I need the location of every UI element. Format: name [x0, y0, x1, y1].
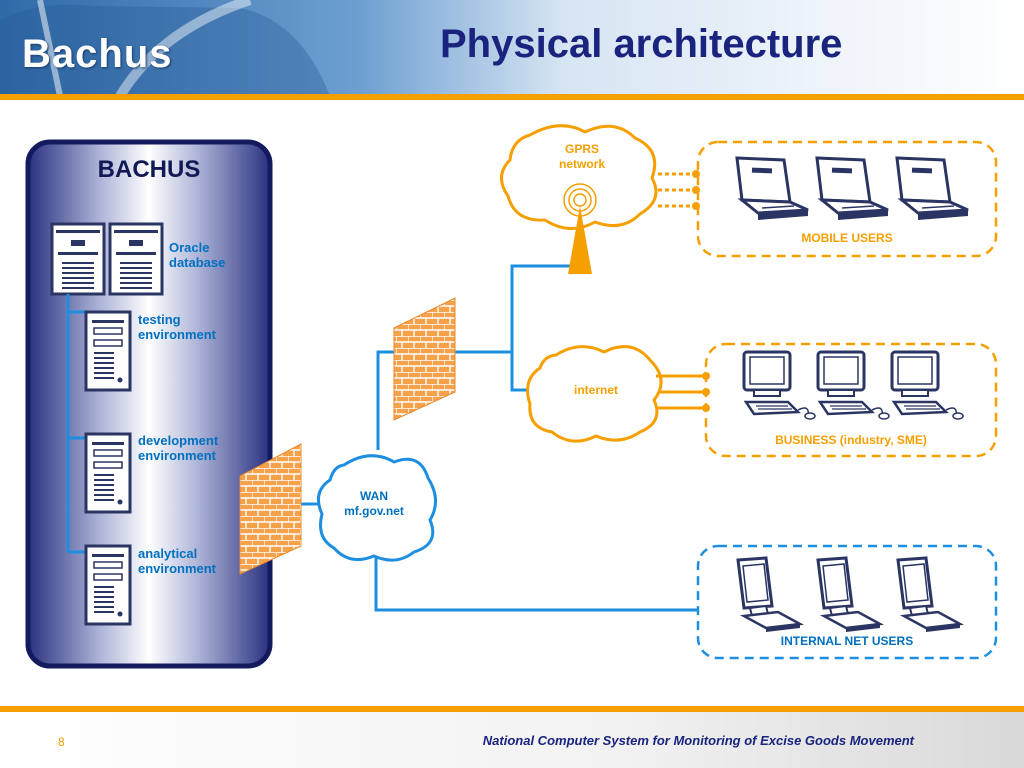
testing-server-icon: [84, 310, 132, 392]
testing-environment-label: testing environment: [138, 312, 217, 342]
desktop-pc-icon: [890, 350, 965, 421]
monitor-icon: [736, 556, 802, 634]
footer-orange-bar: [0, 706, 1024, 712]
cloud-icon: [316, 454, 437, 562]
logo: Bachus: [22, 32, 173, 76]
monitor-icon: [896, 556, 962, 634]
cloud-icon: [526, 345, 663, 443]
internal-users-group: [696, 544, 998, 660]
laptop-icon: [815, 156, 890, 222]
link-wan-internal: [374, 558, 698, 612]
internet-label: internet: [573, 383, 618, 397]
link-firewall-gprs: [455, 264, 580, 354]
monitor-icon: [816, 556, 882, 634]
analytical-environment-label: analytical environment: [138, 546, 217, 576]
network-links: [270, 264, 698, 612]
business-users-group: [704, 342, 998, 458]
internal-users-label: INTERNAL NET USERS: [780, 634, 914, 648]
header-band: [0, 0, 1024, 100]
desktop-pc-icon: [742, 350, 817, 421]
antenna-icon: [563, 183, 597, 274]
link-wan-firewall: [376, 350, 398, 450]
bachus-panel-title: BACHUS: [97, 156, 201, 183]
business-users-label: BUSINESS (industry, SME): [775, 433, 927, 447]
page-title: Physical architecture: [440, 22, 843, 66]
firewall-icon: [393, 297, 456, 421]
mobile-users-label: MOBILE USERS: [801, 231, 893, 245]
internet-business-links: [656, 374, 706, 410]
laptop-icon: [895, 156, 970, 222]
cloud-icon: [500, 124, 658, 230]
bachus-panel: [25, 139, 273, 669]
gprs-mobile-links: [658, 172, 696, 208]
server-icon: [108, 222, 164, 296]
footer-band: [0, 706, 1024, 768]
oracle-database-label: Oracle database: [169, 240, 226, 270]
firewall-icon: [239, 443, 302, 575]
desktop-pc-icon: [816, 350, 891, 421]
wan-label: WAN mf.gov.net: [344, 489, 404, 518]
page-number: 8: [58, 735, 65, 749]
header-orange-bar: [0, 94, 1024, 100]
server-icon: [50, 222, 106, 296]
mobile-users-group: [696, 140, 998, 258]
laptop-icon: [735, 156, 810, 222]
panel-tree-connector: [66, 294, 86, 554]
analytical-server-icon: [84, 544, 132, 626]
development-environment-label: development environment: [138, 433, 219, 463]
gprs-network-label: GPRS network: [558, 142, 605, 171]
development-server-icon: [84, 432, 132, 514]
footer-text: National Computer System for Monitoring …: [482, 733, 914, 748]
